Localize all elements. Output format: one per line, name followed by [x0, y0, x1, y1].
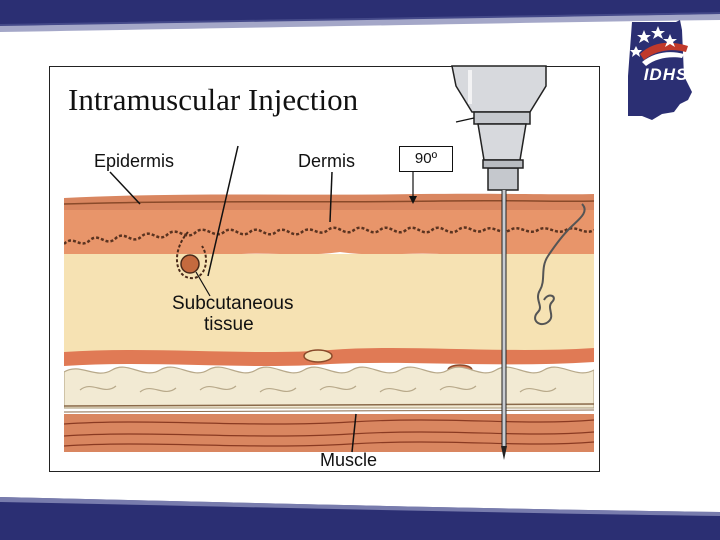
bottom-banner	[0, 497, 720, 540]
dermis-layer	[64, 210, 594, 257]
hair-bulb	[180, 254, 200, 274]
star-icon	[663, 34, 677, 47]
angle-label: 90º	[399, 146, 453, 172]
sweat-gland	[534, 203, 586, 326]
top-banner-shadow	[0, 12, 720, 32]
vessel-cross-section	[303, 349, 333, 363]
bottom-banner-highlight	[0, 497, 720, 516]
epidermis-layer	[64, 193, 594, 212]
syringe	[451, 65, 547, 460]
epidermis-label: Epidermis	[94, 151, 175, 171]
subcutaneous-layer	[64, 254, 594, 354]
fat-layer	[64, 366, 594, 409]
dermis-label: Dermis	[298, 151, 355, 171]
slide-title: Intramuscular Injection	[68, 82, 359, 117]
epidermis-pointer	[109, 171, 141, 205]
dermis-pointer	[329, 171, 333, 223]
hair-pointer	[207, 145, 239, 277]
star-icon	[630, 46, 642, 57]
star-icon	[637, 30, 651, 43]
muscle-label: Muscle	[320, 450, 378, 470]
subcutaneous-pointer	[195, 271, 211, 297]
muscle-fibers	[64, 419, 594, 447]
subcutaneous-label: Subcutaneous	[172, 293, 294, 314]
indiana-state-outline-icon	[628, 20, 692, 120]
top-banner	[0, 0, 720, 26]
muscle-pointer	[351, 413, 357, 453]
star-icon	[651, 26, 665, 39]
logo-text: IDHS	[643, 65, 689, 84]
papillae-line	[64, 226, 594, 245]
subcutaneous-label-line2: tissue	[204, 314, 254, 335]
